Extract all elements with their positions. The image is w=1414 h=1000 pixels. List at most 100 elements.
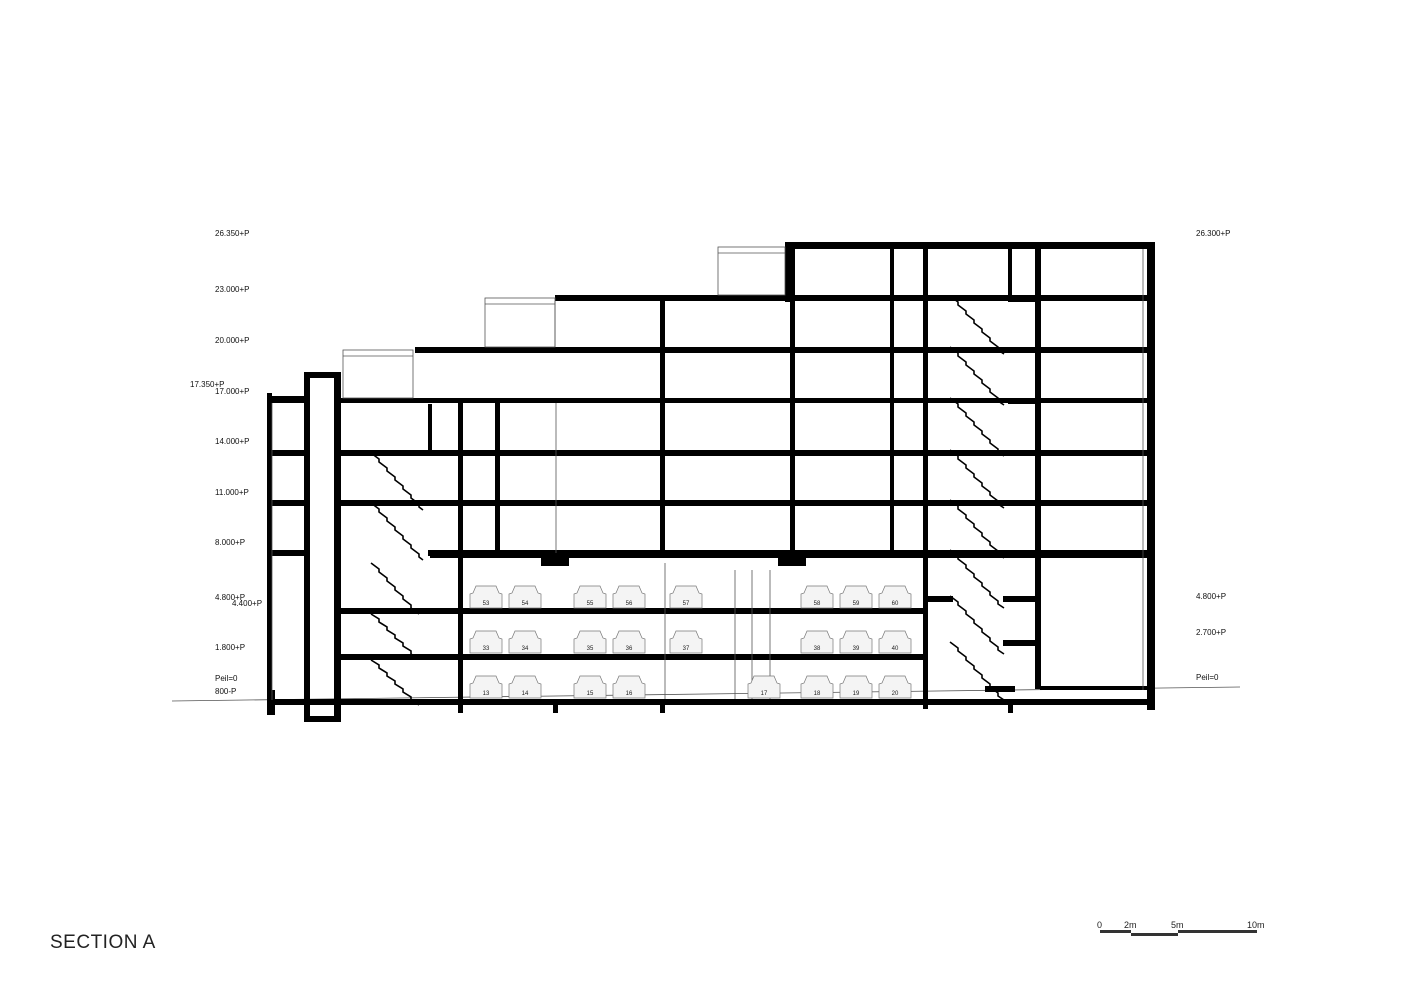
level-label: 17.350+P — [190, 380, 224, 389]
parking-space-number: 15 — [587, 691, 594, 697]
parking-car: 20 — [878, 675, 912, 699]
level-label: 4.800+P — [215, 593, 245, 602]
drawing-title: SECTION A — [50, 932, 156, 953]
level-label: 20.000+P — [215, 336, 249, 345]
scale-bar: 0 2m 5m 10m — [1097, 920, 1265, 936]
parking-space-number: 20 — [892, 691, 899, 697]
structure — [171, 242, 1241, 722]
car-icon — [573, 630, 607, 654]
parking-space-number: 36 — [626, 646, 633, 652]
car-icon — [747, 675, 781, 699]
parking-car: 17 — [747, 675, 781, 699]
parking-cars: 53 54 55 56 57 58 59 60 33 34 35 36 37 38 39 40 13 14 15 16… — [469, 585, 912, 699]
parking-space-number: 33 — [483, 646, 490, 652]
level-label: 17.000+P — [215, 387, 249, 396]
parking-car: 19 — [839, 675, 873, 699]
car-icon — [800, 585, 834, 609]
parking-space-number: 35 — [587, 646, 594, 652]
parking-car: 37 — [669, 630, 703, 654]
level-label: 4.800+P — [1196, 592, 1226, 601]
level-label: 2.700+P — [1196, 628, 1226, 637]
parking-car: 38 — [800, 630, 834, 654]
parking-space-number: 56 — [626, 601, 633, 607]
car-icon — [839, 585, 873, 609]
level-label: 14.000+P — [215, 437, 249, 446]
car-icon — [508, 630, 542, 654]
car-icon — [878, 585, 912, 609]
parking-car: 58 — [800, 585, 834, 609]
parking-space-number: 16 — [626, 691, 633, 697]
parking-car: 16 — [612, 675, 646, 699]
parking-car: 35 — [573, 630, 607, 654]
parking-space-number: 37 — [683, 646, 690, 652]
scale-label: 10m — [1247, 920, 1265, 930]
parking-space-number: 55 — [587, 601, 594, 607]
car-icon — [573, 585, 607, 609]
car-icon — [839, 675, 873, 699]
parking-space-number: 19 — [853, 691, 860, 697]
parking-car: 57 — [669, 585, 703, 609]
parking-space-number: 38 — [814, 646, 821, 652]
parking-car: 55 — [573, 585, 607, 609]
scale-label: 0 — [1097, 920, 1102, 930]
level-labels-left: 26.350+P 23.000+P 20.000+P 17.350+P 17.0… — [190, 229, 262, 696]
car-icon — [669, 630, 703, 654]
parking-car: 56 — [612, 585, 646, 609]
car-icon — [800, 675, 834, 699]
level-label: 1.800+P — [215, 643, 245, 652]
parking-car: 14 — [508, 675, 542, 699]
car-icon — [612, 675, 646, 699]
car-icon — [839, 630, 873, 654]
parking-car: 60 — [878, 585, 912, 609]
level-labels-right: 26.300+P 4.800+P 2.700+P Peil=0 — [1196, 229, 1230, 682]
stairs — [370, 295, 1005, 706]
parking-space-number: 39 — [853, 646, 860, 652]
parking-space-number: 13 — [483, 691, 490, 697]
car-icon — [878, 675, 912, 699]
parking-space-number: 57 — [683, 601, 690, 607]
parking-space-number: 14 — [522, 691, 529, 697]
parking-space-number: 18 — [814, 691, 821, 697]
car-icon — [612, 630, 646, 654]
car-icon — [573, 675, 607, 699]
parking-car: 53 — [469, 585, 503, 609]
scale-label: 5m — [1171, 920, 1184, 930]
parking-car: 18 — [800, 675, 834, 699]
parking-car: 39 — [839, 630, 873, 654]
parking-space-number: 53 — [483, 601, 490, 607]
parking-space-number: 58 — [814, 601, 821, 607]
car-icon — [800, 630, 834, 654]
parking-car: 13 — [469, 675, 503, 699]
level-label: 23.000+P — [215, 285, 249, 294]
level-label: 26.350+P — [215, 229, 249, 238]
parking-space-number: 17 — [761, 691, 768, 697]
parking-space-number: 40 — [892, 646, 899, 652]
level-label: Peil=0 — [1196, 673, 1219, 682]
level-label: 26.300+P — [1196, 229, 1230, 238]
parking-car: 15 — [573, 675, 607, 699]
parking-car: 34 — [508, 630, 542, 654]
car-icon — [508, 585, 542, 609]
level-label: Peil=0 — [215, 674, 238, 683]
car-icon — [878, 630, 912, 654]
scale-label: 2m — [1124, 920, 1137, 930]
parking-car: 59 — [839, 585, 873, 609]
parking-space-number: 34 — [522, 646, 529, 652]
parking-car: 54 — [508, 585, 542, 609]
level-label: 800-P — [215, 687, 236, 696]
level-label: 8.000+P — [215, 538, 245, 547]
parking-space-number: 59 — [853, 601, 860, 607]
car-icon — [469, 630, 503, 654]
parking-space-number: 60 — [892, 601, 899, 607]
car-icon — [508, 675, 542, 699]
level-label: 4.400+P — [232, 599, 262, 608]
car-icon — [469, 585, 503, 609]
railings — [271, 246, 1144, 700]
level-label: 11.000+P — [215, 488, 249, 497]
parking-car: 40 — [878, 630, 912, 654]
car-icon — [612, 585, 646, 609]
car-icon — [669, 585, 703, 609]
parking-car: 33 — [469, 630, 503, 654]
parking-space-number: 54 — [522, 601, 529, 607]
